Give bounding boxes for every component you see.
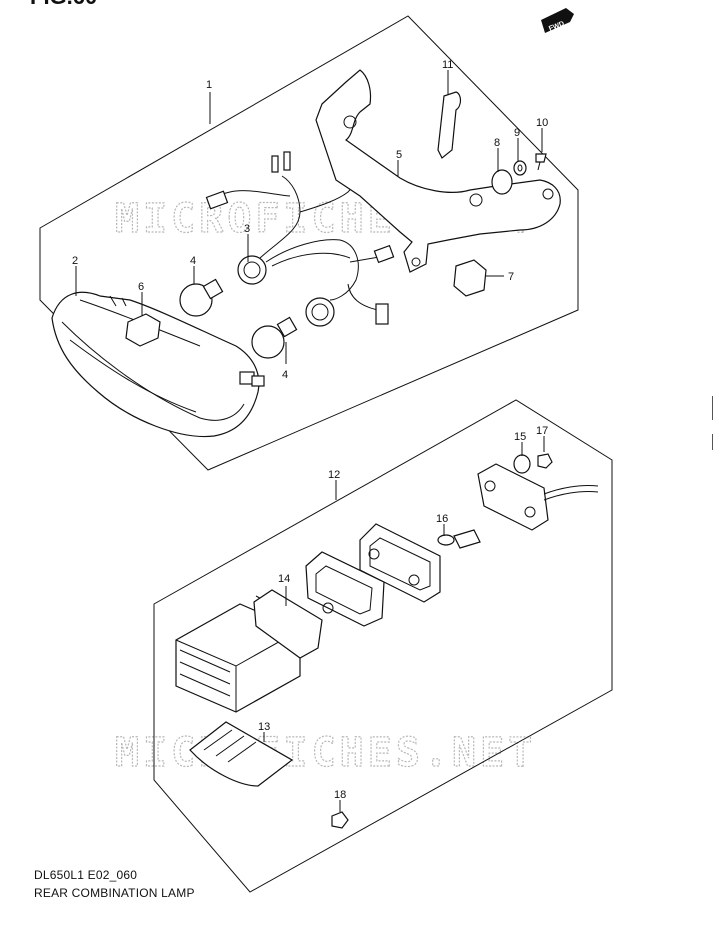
callout-14: 14 (278, 573, 290, 585)
assembly-outline-1 (39, 15, 579, 471)
grommet (513, 454, 531, 474)
callout-9: 9 (514, 127, 520, 139)
tail-lamp-housing (51, 291, 265, 438)
callout-4-lower: 4 (282, 369, 288, 381)
license-reflector (189, 721, 294, 787)
callout-8: 8 (494, 137, 500, 149)
callout-12: 12 (328, 469, 340, 481)
washer (513, 160, 527, 176)
assembly-outline-12 (153, 399, 613, 893)
model-code: DL650L1 E02_060 (34, 868, 138, 882)
diagram-title: REAR COMBINATION LAMP (34, 886, 195, 900)
watermark-bottom: MICROFICHES.NET (115, 730, 536, 776)
callout-2: 2 (72, 255, 78, 267)
rubber-strap (437, 91, 462, 159)
bottom-nut (331, 811, 349, 829)
callout-18: 18 (334, 789, 346, 801)
callout-15: 15 (514, 431, 526, 443)
callout-7: 7 (508, 271, 514, 283)
callout-10: 10 (536, 117, 548, 129)
callout-11: 11 (442, 59, 453, 71)
callout-13: 13 (258, 721, 270, 733)
reflector-plate (359, 523, 441, 603)
page-edge-mark (712, 434, 713, 450)
rubber-block (453, 259, 487, 297)
callout-16: 16 (436, 513, 448, 525)
gasket (253, 589, 323, 659)
bulb-upper (179, 278, 224, 317)
figure-heading: FIG.60 (30, 0, 97, 9)
callout-5: 5 (396, 149, 402, 161)
lens-frame (305, 551, 385, 627)
socket-plate (477, 463, 599, 531)
spacer-cushion (491, 169, 513, 195)
lamp-bracket (315, 69, 561, 273)
callout-1: 1 (206, 79, 212, 91)
leader-lines (75, 70, 545, 812)
socket-harness (205, 151, 395, 327)
callout-4-upper: 4 (190, 255, 196, 267)
bulb-lower (251, 316, 298, 359)
callout-3: 3 (244, 223, 250, 235)
cushion-pad (125, 313, 161, 347)
license-bulb (437, 529, 481, 549)
fwd-arrow-icon: FWD (541, 8, 574, 33)
nut (537, 453, 553, 469)
callout-17: 17 (536, 425, 548, 437)
page-edge-mark (712, 396, 713, 420)
screw (535, 153, 547, 171)
callout-6: 6 (138, 281, 144, 293)
